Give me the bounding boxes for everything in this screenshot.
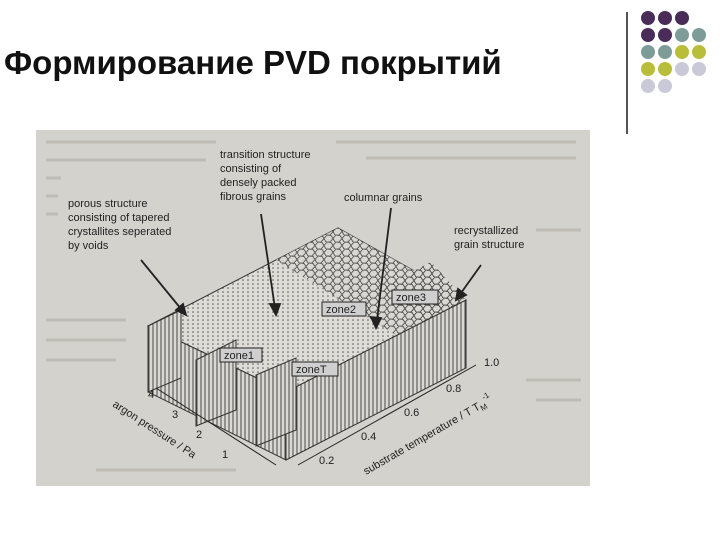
temperature-ticks: 0.2 0.4 0.6 0.8 1.0 <box>319 357 499 467</box>
label-recrystallized: recrystallized grain structure <box>454 225 524 251</box>
label-columnar-grains: columnar grains <box>344 192 423 204</box>
decor-dot <box>658 45 672 59</box>
svg-text:zone2: zone2 <box>326 304 356 316</box>
temperature-tick: 0.8 <box>446 383 461 395</box>
block-front-right-face <box>285 299 467 461</box>
decor-dot <box>675 45 689 59</box>
decor-dot <box>641 28 655 42</box>
decor-dot <box>675 11 689 25</box>
decor-dot <box>675 28 689 42</box>
decor-dot <box>658 28 672 42</box>
decor-dot-grid <box>641 11 706 93</box>
label-porous-structure: porous structure consisting of tapered c… <box>68 198 174 252</box>
temperature-axis-line <box>297 364 477 466</box>
annotation-arrows <box>140 207 482 331</box>
decor-dot <box>658 11 672 25</box>
decor-dot <box>641 11 655 25</box>
svg-text:zone3: zone3 <box>396 292 426 304</box>
structure-zone-diagram: porous structure consisting of tapered c… <box>36 130 590 486</box>
zone-box-zone1: zone1 <box>219 347 263 363</box>
svg-text:zone1: zone1 <box>224 350 254 362</box>
temperature-tick: 0.4 <box>361 431 376 443</box>
decor-dot <box>658 62 672 76</box>
decor-dot <box>692 28 706 42</box>
zone1-column-block <box>147 309 182 393</box>
background-text-lines <box>46 140 581 472</box>
pressure-ticks: 1 2 3 4 <box>148 389 228 461</box>
pressure-axis-line <box>155 387 277 466</box>
decor-dot <box>641 45 655 59</box>
label-transition-structure: transition structure consisting of dense… <box>220 149 314 203</box>
pressure-tick: 4 <box>148 389 154 401</box>
decor-dot <box>692 45 706 59</box>
decor-dot <box>641 62 655 76</box>
zone-box-zone2: zone2 <box>321 301 367 317</box>
diagram-svg: porous structure consisting of tapered c… <box>46 140 581 478</box>
decor-divider-line <box>626 12 628 134</box>
temperature-tick: 0.6 <box>404 407 419 419</box>
decor-dot <box>641 79 655 93</box>
decor-dot <box>675 62 689 76</box>
decor-dot <box>658 79 672 93</box>
pressure-tick: 2 <box>196 429 202 441</box>
front-column-block <box>255 357 297 447</box>
pressure-tick: 3 <box>172 409 178 421</box>
temperature-tick: 0.2 <box>319 455 334 467</box>
zone-box-zonet: zoneT <box>291 361 339 377</box>
zone-box-zone3: zone3 <box>391 289 439 305</box>
svg-text:zoneT: zoneT <box>296 364 327 376</box>
pressure-tick: 1 <box>222 449 228 461</box>
temperature-tick: 1.0 <box>484 357 499 369</box>
decor-dot <box>692 62 706 76</box>
slide-title: Формирование PVD покрытий <box>4 44 502 81</box>
